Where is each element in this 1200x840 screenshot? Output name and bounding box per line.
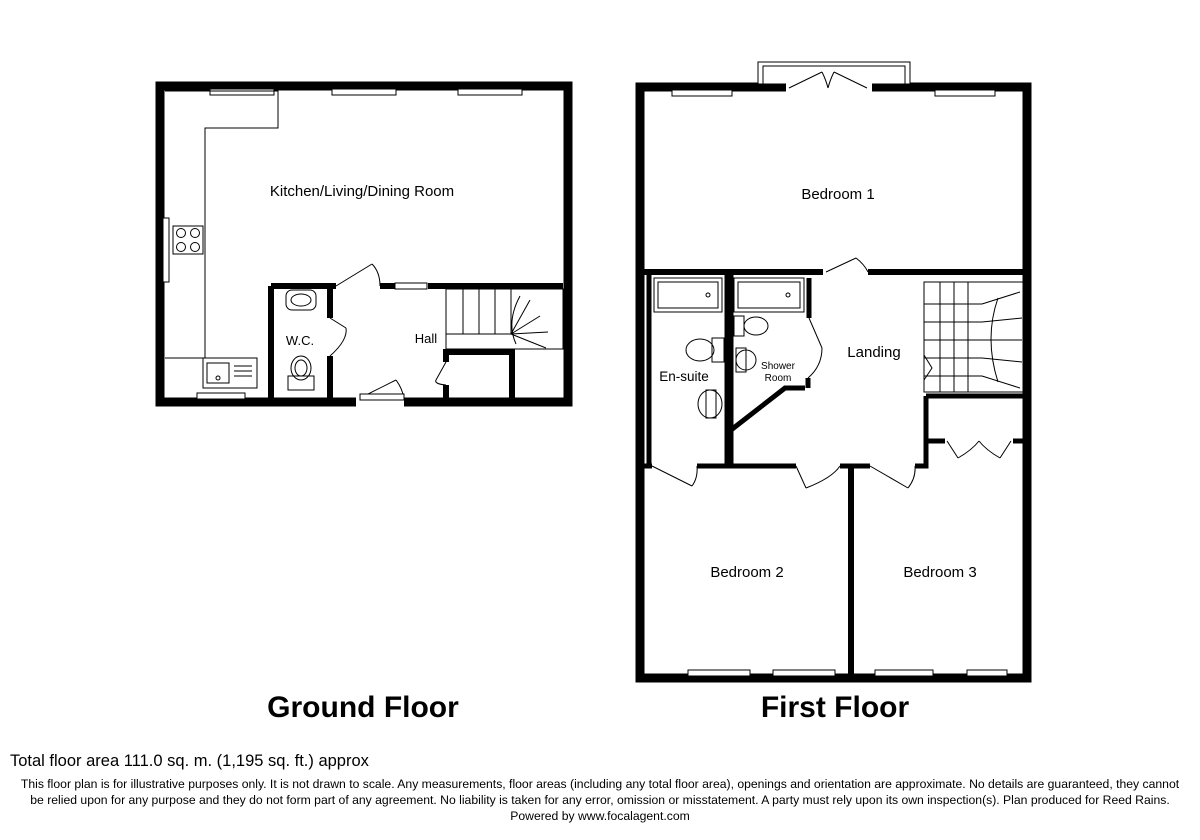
total-floor-area: Total floor area 111.0 sq. m. (1,195 sq.…: [10, 752, 369, 770]
ensuite-door-swing: [651, 465, 698, 487]
ground-floor-title: Ground Floor: [267, 691, 459, 724]
bedroom3-door-swing: [869, 465, 916, 489]
hall-label: Hall: [415, 331, 438, 346]
wc-door-swing: [329, 317, 347, 357]
cupboard-double-door-swing: [946, 440, 1012, 459]
first-floor-top-windows: [671, 89, 996, 97]
bedroom2-label: Bedroom 2: [710, 564, 783, 581]
kitchen-door-swing: [335, 263, 381, 287]
ground-floor-plan: Kitchen/Living/Dining Room W.C. Hall Gro…: [155, 81, 573, 724]
ground-floor-left-window: [162, 217, 170, 283]
ensuite-label: En-suite: [659, 369, 709, 384]
kitchen-label: Kitchen/Living/Dining Room: [270, 183, 454, 200]
landing-label: Landing: [847, 344, 900, 361]
kitchen-sink: [202, 357, 258, 389]
ensuite-fixtures: [653, 277, 725, 419]
hob: [172, 225, 204, 255]
balcony-door-opening: [786, 82, 872, 92]
bedroom1-label: Bedroom 1: [801, 186, 874, 203]
bedroom1-door-swing: [825, 257, 869, 273]
bedrooms-top-wall: [644, 441, 929, 469]
ensuite-walls: [646, 272, 730, 465]
ground-floor-bottom-window: [196, 392, 246, 400]
shower-room-fixtures: [733, 277, 805, 373]
first-floor-title: First Floor: [761, 691, 910, 724]
wc-label: W.C.: [286, 333, 314, 348]
shower-room-door-swing: [807, 317, 823, 379]
balcony-door-swing: [788, 71, 868, 89]
landing-cupboard-walls: [923, 393, 1023, 444]
disclaimer-text: This floor plan is for illustrative purp…: [20, 777, 1180, 823]
first-floor-plan: Bedroom 1 En-suite Shower Room Landing B…: [635, 61, 1032, 724]
under-stairs-cupboard: [443, 349, 515, 398]
kitchen-worktop: [165, 90, 279, 359]
first-floor-bottom-windows: [687, 669, 1008, 677]
hall-internal-window: [394, 282, 428, 290]
wc-fixtures: [285, 289, 317, 391]
shower-room-label-line1: Shower: [761, 361, 796, 372]
bedroom3-label: Bedroom 3: [903, 564, 976, 581]
bedroom2-door-swing: [795, 465, 841, 489]
first-floor-stairs: [923, 281, 1024, 393]
ground-floor-stairs: [445, 288, 564, 350]
shower-room-label-line2: Room: [765, 373, 792, 384]
ground-floor-top-windows: [209, 88, 523, 96]
shower-room-walls: [728, 272, 812, 465]
cupboard-door-swing: [435, 361, 447, 386]
